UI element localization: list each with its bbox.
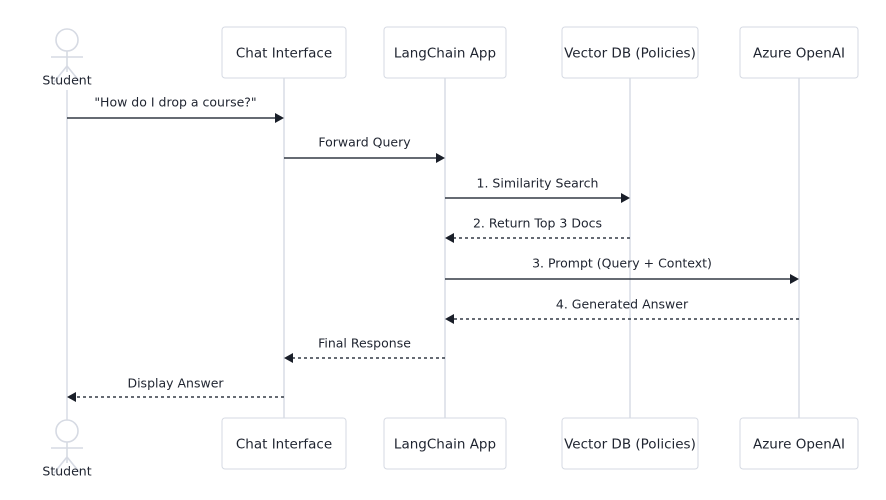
participant-box[interactable] — [221, 26, 347, 79]
message-label: 3. Prompt (Query + Context) — [532, 256, 712, 271]
participant-azure-openai-bottom[interactable]: Azure OpenAI — [739, 417, 859, 470]
actor-student-bottom: Student — [42, 419, 92, 479]
message-label: Final Response — [318, 336, 411, 351]
message-arrowhead-icon — [445, 314, 454, 324]
participant-label-vector-db: Vector DB (Policies) — [564, 437, 696, 453]
participant-box[interactable] — [561, 26, 699, 79]
participant-langchain-app-bottom[interactable]: LangChain App — [383, 417, 507, 470]
message-3-vector-db-to-langchain-app: 2. Return Top 3 Docs — [445, 216, 630, 243]
participants-bottom-layer: Student Chat Interface LangChain App Vector… — [42, 417, 859, 479]
message-label: 2. Return Top 3 Docs — [473, 216, 602, 231]
participant-label-azure-openai: Azure OpenAI — [753, 46, 845, 62]
message-arrowhead-icon — [790, 274, 799, 284]
message-label: 4. Generated Answer — [556, 297, 689, 312]
actor-head-icon — [55, 28, 79, 52]
message-label: 1. Similarity Search — [477, 176, 599, 191]
message-5-azure-openai-to-langchain-app: 4. Generated Answer — [445, 297, 799, 324]
participant-box[interactable] — [383, 417, 507, 470]
participant-label-azure-openai: Azure OpenAI — [753, 437, 845, 453]
message-arrowhead-icon — [275, 113, 284, 123]
message-arrowhead-icon — [436, 153, 445, 163]
actor-leg-right-icon — [66, 65, 81, 83]
message-label: Display Answer — [127, 376, 224, 391]
message-arrowhead-icon — [284, 353, 293, 363]
actor-leg-right-icon — [66, 456, 81, 474]
participant-label-chat-interface: Chat Interface — [236, 437, 332, 453]
lifelines-layer — [66, 78, 800, 420]
actor-student-top: Student — [42, 28, 92, 88]
message-label: "How do I drop a course?" — [94, 95, 256, 110]
participant-box[interactable] — [739, 417, 859, 470]
messages-layer: "How do I drop a course?" Forward Query 1.… — [67, 95, 799, 402]
participant-box[interactable] — [383, 26, 507, 79]
participant-label-chat-interface: Chat Interface — [236, 46, 332, 62]
actor-label-student: Student — [42, 73, 91, 88]
message-4-langchain-app-to-azure-openai: 3. Prompt (Query + Context) — [445, 256, 799, 284]
participant-label-langchain-app: LangChain App — [394, 437, 496, 453]
actor-head-icon — [55, 419, 79, 443]
participant-label-vector-db: Vector DB (Policies) — [564, 46, 696, 62]
message-6-langchain-app-to-chat-interface: Final Response — [284, 336, 445, 363]
actor-leg-left-icon — [53, 456, 68, 474]
participant-vector-db-top[interactable]: Vector DB (Policies) — [561, 26, 699, 79]
participant-box[interactable] — [739, 26, 859, 79]
participant-chat-interface-top[interactable]: Chat Interface — [221, 26, 347, 79]
message-1-chat-interface-to-langchain-app: Forward Query — [284, 135, 445, 163]
message-7-chat-interface-to-student: Display Answer — [67, 376, 284, 402]
participant-vector-db-bottom[interactable]: Vector DB (Policies) — [561, 417, 699, 470]
participant-box[interactable] — [221, 417, 347, 470]
participant-langchain-app-top[interactable]: LangChain App — [383, 26, 507, 79]
message-arrowhead-icon — [621, 193, 630, 203]
participants-top-layer: Student Chat Interface LangChain App Vector… — [42, 26, 859, 88]
actor-leg-left-icon — [53, 65, 68, 83]
participant-chat-interface-bottom[interactable]: Chat Interface — [221, 417, 347, 470]
message-0-student-to-chat-interface: "How do I drop a course?" — [67, 95, 284, 123]
message-arrowhead-icon — [67, 392, 76, 402]
participant-label-langchain-app: LangChain App — [394, 46, 496, 62]
participant-azure-openai-top[interactable]: Azure OpenAI — [739, 26, 859, 79]
message-label: Forward Query — [318, 135, 411, 150]
actor-label-student: Student — [42, 464, 91, 479]
message-arrowhead-icon — [445, 233, 454, 243]
participant-box[interactable] — [561, 417, 699, 470]
message-2-langchain-app-to-vector-db: 1. Similarity Search — [445, 176, 630, 203]
